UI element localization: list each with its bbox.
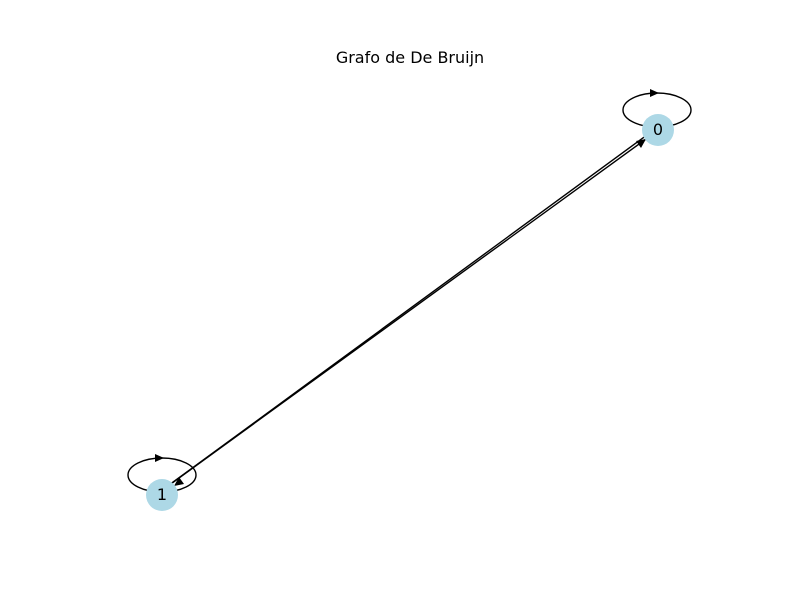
node-0-label: 0 (653, 120, 663, 139)
graph-title: Grafo de De Bruijn (336, 48, 484, 67)
node-0-circle (642, 114, 674, 146)
node-1-label: 1 (157, 485, 167, 504)
edge-line-1-0 (167, 138, 647, 487)
arrow-head-to-node-1 (174, 477, 184, 486)
edge-1-to-0 (167, 138, 647, 487)
node-0: 0 (642, 114, 674, 146)
arrow-head-to-node-0 (636, 139, 646, 148)
self-loop-arrow-node-0 (650, 89, 659, 97)
node-1-circle (146, 479, 178, 511)
self-loop-arrow-node-1 (155, 454, 164, 462)
node-1: 1 (146, 479, 178, 511)
